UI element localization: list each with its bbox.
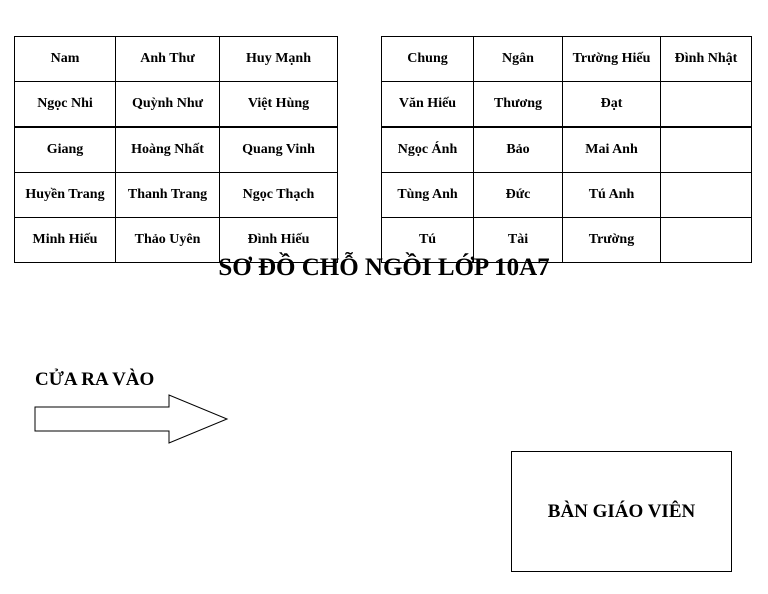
seat-cell: Huyền Trang	[14, 172, 116, 218]
seat-cell: Huy Mạnh	[219, 36, 338, 82]
seat-cell: Đức	[473, 172, 563, 218]
seat-cell	[660, 126, 752, 173]
door-label: CỬA RA VÀO	[35, 369, 155, 390]
seat-cell: Mai Anh	[562, 126, 661, 173]
seat-cell: Đình Hiếu	[219, 217, 338, 263]
table-row: Huyền Trang Thanh Trang Ngọc Thạch	[14, 172, 338, 218]
seat-cell: Ngọc Nhi	[14, 81, 116, 128]
seat-cell: Tùng Anh	[381, 172, 474, 218]
seat-cell: Trường Hiếu	[562, 36, 661, 82]
table-row: Văn Hiếu Thương Đạt	[381, 81, 752, 128]
seat-cell: Ngọc Ánh	[381, 126, 474, 173]
seat-cell: Anh Thư	[115, 36, 220, 82]
seat-cell: Văn Hiếu	[381, 81, 474, 128]
seating-table-left: Nam Anh Thư Huy Mạnh Ngọc Nhi Quỳnh Như …	[14, 36, 338, 263]
seat-cell: Chung	[381, 36, 474, 82]
seat-cell: Bảo	[473, 126, 563, 173]
seat-cell: Ngân	[473, 36, 563, 82]
seat-cell: Nam	[14, 36, 116, 82]
seat-cell: Tú	[381, 217, 474, 263]
arrow-right-icon	[34, 394, 229, 444]
seat-cell: Ngọc Thạch	[219, 172, 338, 218]
seat-cell: Quỳnh Như	[115, 81, 220, 128]
seat-cell: Thương	[473, 81, 563, 128]
table-row: Nam Anh Thư Huy Mạnh	[14, 36, 338, 82]
seat-cell: Thanh Trang	[115, 172, 220, 218]
table-row: Ngọc Nhi Quỳnh Như Việt Hùng	[14, 81, 338, 128]
seat-cell	[660, 172, 752, 218]
seat-cell: Minh Hiếu	[14, 217, 116, 263]
seating-table-right: Chung Ngân Trường Hiếu Đình Nhật Văn Hiế…	[381, 36, 752, 263]
table-row: Tùng Anh Đức Tú Anh	[381, 172, 752, 218]
page-title: SƠ ĐỒ CHỖ NGỒI LỚP 10A7	[218, 254, 550, 281]
table-row: Giang Hoàng Nhất Quang Vinh	[14, 126, 338, 173]
seat-cell	[660, 217, 752, 263]
seat-cell: Quang Vinh	[219, 126, 338, 173]
seat-cell: Đình Nhật	[660, 36, 752, 82]
seat-cell: Việt Hùng	[219, 81, 338, 128]
seat-cell: Tú Anh	[562, 172, 661, 218]
table-row: Tú Tài Trường	[381, 217, 752, 263]
table-row: Minh Hiếu Thảo Uyên Đình Hiếu	[14, 217, 338, 263]
table-row: Chung Ngân Trường Hiếu Đình Nhật	[381, 36, 752, 82]
seat-cell: Giang	[14, 126, 116, 173]
seat-cell	[660, 81, 752, 128]
table-row: Ngọc Ánh Bảo Mai Anh	[381, 126, 752, 173]
seat-cell: Đạt	[562, 81, 661, 128]
teacher-desk-label: BÀN GIÁO VIÊN	[547, 500, 696, 522]
seat-cell: Thảo Uyên	[115, 217, 220, 263]
seat-cell: Hoàng Nhất	[115, 126, 220, 173]
teacher-desk: BÀN GIÁO VIÊN	[511, 451, 732, 572]
